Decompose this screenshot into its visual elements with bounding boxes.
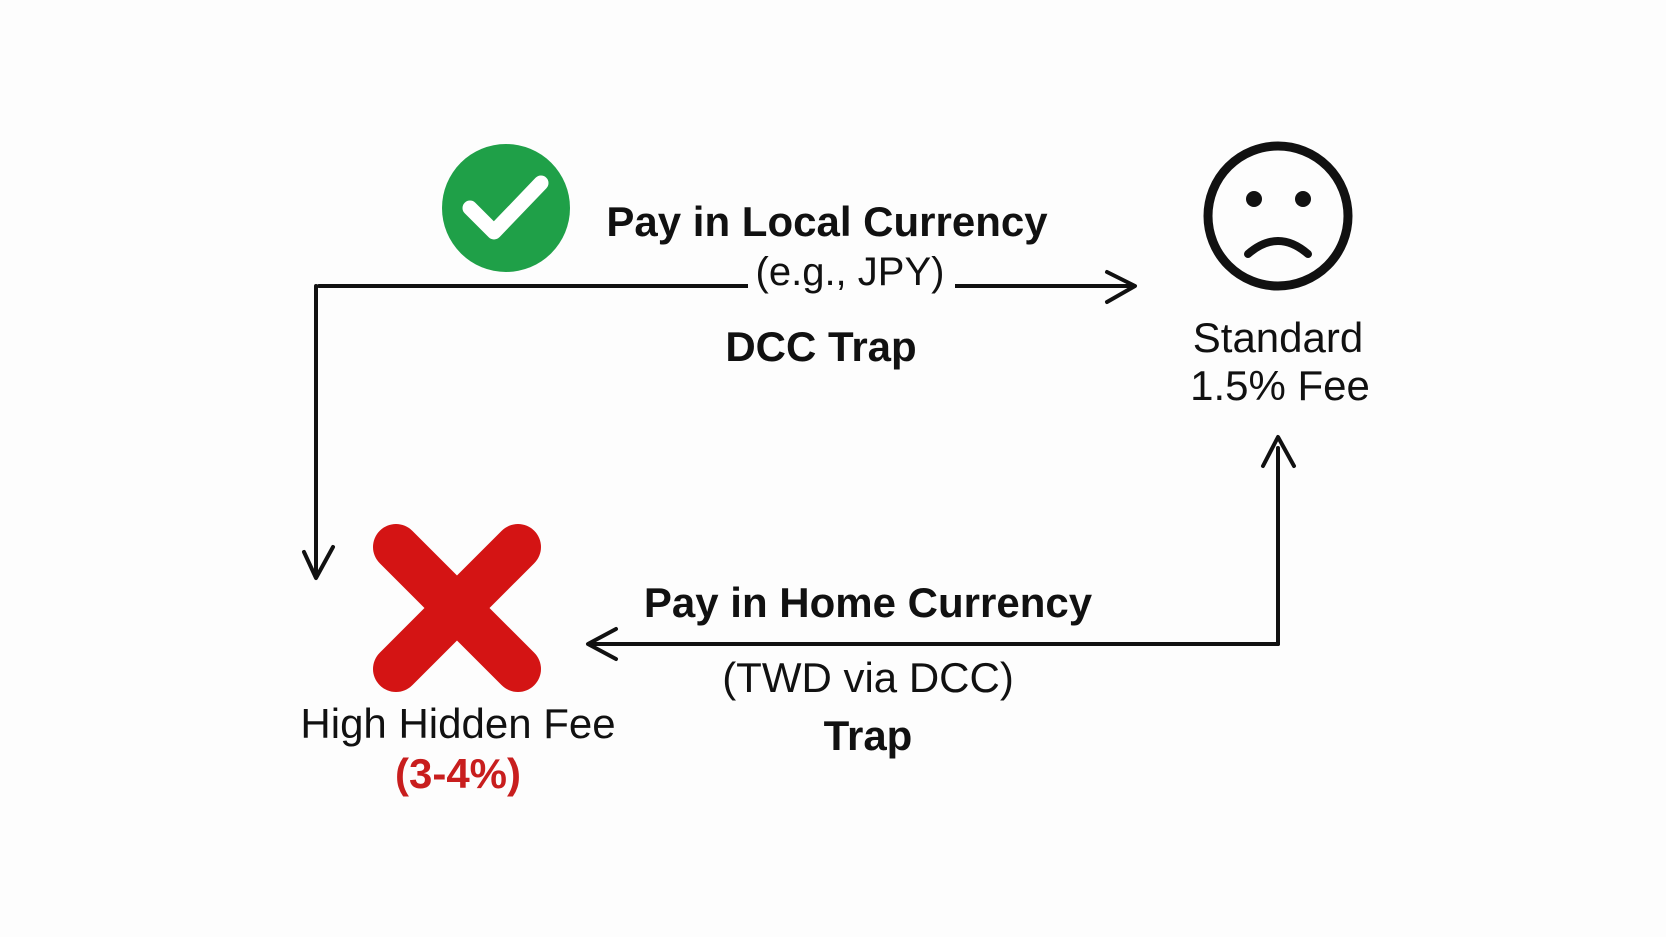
standard-fee-line2: 1.5% Fee bbox=[1190, 362, 1370, 409]
standard-fee-line1: Standard bbox=[1193, 314, 1363, 361]
left-arrowhead bbox=[586, 627, 618, 661]
hidden-fee-line1: High Hidden Fee bbox=[300, 700, 615, 747]
top-flow-subtitle: (e.g., JPY) bbox=[756, 250, 945, 294]
top-subtitle-backing bbox=[748, 258, 955, 300]
bottom-flow-note: Trap bbox=[824, 712, 913, 759]
top-arrowhead bbox=[1105, 270, 1137, 304]
top-flow-note: DCC Trap bbox=[725, 323, 916, 370]
bottom-flow-title: Pay in Home Currency bbox=[644, 579, 1093, 626]
hidden-fee-line2: (3-4%) bbox=[395, 750, 521, 797]
red-x-icon bbox=[373, 524, 541, 692]
green-check-icon bbox=[442, 144, 570, 272]
top-connector bbox=[302, 270, 1137, 580]
bottom-flow-subtitle: (TWD via DCC) bbox=[722, 654, 1014, 701]
sad-face-icon bbox=[1203, 141, 1353, 291]
bottom-connector bbox=[586, 435, 1296, 661]
down-arrowhead bbox=[302, 545, 335, 580]
top-flow-title: Pay in Local Currency bbox=[606, 198, 1048, 245]
up-arrowhead bbox=[1261, 435, 1296, 468]
